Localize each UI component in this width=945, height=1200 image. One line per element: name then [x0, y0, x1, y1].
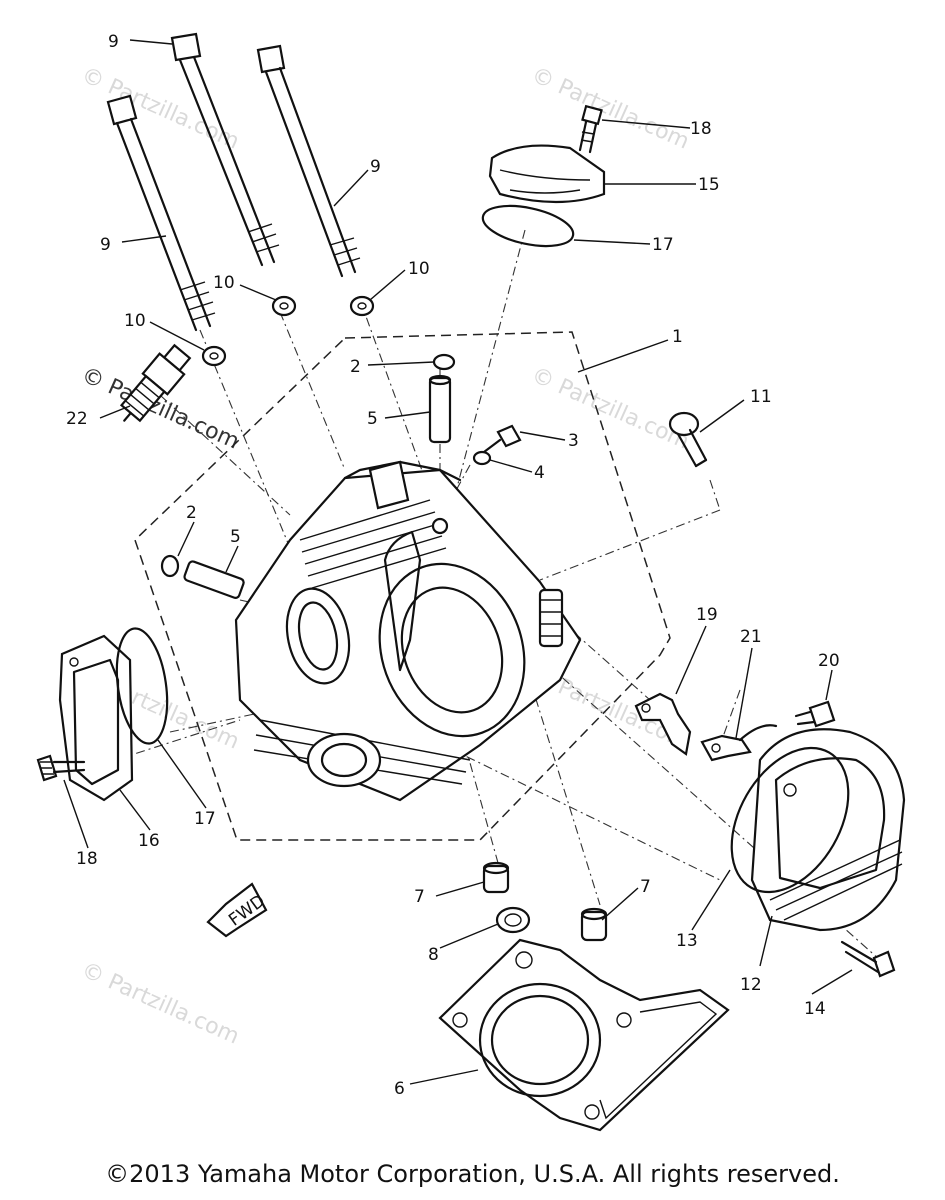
callout-12: 12 [740, 975, 762, 995]
callouts: 9 9 9 10 10 10 2 5 3 4 1 11 18 15 17 22 … [66, 32, 840, 1099]
side-cover-left [58, 634, 134, 802]
plug-left [160, 554, 180, 578]
callout-17: 17 [194, 809, 216, 829]
bracket [634, 692, 692, 756]
tappet-cover-top [488, 144, 606, 204]
dowel-pin-left [482, 861, 510, 894]
leader-lines [63, 39, 853, 1085]
callout-4: 4 [534, 463, 545, 483]
callout-18: 18 [690, 119, 712, 139]
callout-5: 5 [230, 527, 241, 547]
callout-15: 15 [698, 175, 720, 195]
valve-guide-left [183, 560, 245, 599]
head-bolt-middle [170, 32, 280, 267]
plug-top [432, 353, 456, 371]
callout-7: 7 [640, 877, 651, 897]
washer-left [201, 345, 227, 367]
watermark: © Partzilla.com [528, 363, 693, 455]
callout-1: 1 [672, 327, 683, 347]
callout-20: 20 [818, 651, 840, 671]
fwd-arrow: FWD [206, 882, 269, 938]
head-bolt-left [106, 94, 216, 332]
callout-11: 11 [750, 387, 772, 407]
callout-10: 10 [408, 259, 430, 279]
callout-2: 2 [186, 503, 197, 523]
callout-7: 7 [414, 887, 425, 907]
callout-8: 8 [428, 945, 439, 965]
watermark: © Partzilla.com [528, 63, 693, 155]
watermark: © Partzilla.com [78, 958, 243, 1050]
washer-right [349, 295, 375, 317]
o-ring-right [730, 746, 850, 894]
bolt-lower-right [840, 940, 896, 978]
callout-19: 19 [696, 605, 718, 625]
callout-10: 10 [213, 273, 235, 293]
callout-18: 18 [76, 849, 98, 869]
bolt-left [36, 754, 86, 782]
head-bolt-right [256, 44, 361, 278]
spark-plug [119, 343, 192, 423]
copyright-notice: ©2013 Yamaha Motor Corporation, U.S.A. A… [105, 1160, 840, 1188]
head-gasket [438, 938, 730, 1132]
callout-5: 5 [367, 409, 378, 429]
callout-17: 17 [652, 235, 674, 255]
callout-16: 16 [138, 831, 160, 851]
callout-21: 21 [740, 627, 762, 647]
bolt-right-side [668, 411, 708, 468]
o-ring-top [481, 204, 575, 248]
valve-guide-top [428, 374, 452, 444]
dowel-pin-right [580, 907, 608, 942]
callout-9: 9 [108, 32, 119, 52]
callout-9: 9 [370, 157, 381, 177]
washer-small [472, 450, 492, 466]
callout-3: 3 [568, 431, 579, 451]
bolt-small-right [794, 700, 836, 728]
callout-13: 13 [676, 931, 698, 951]
watermark: © Partzilla.com [78, 63, 243, 155]
cylinder-head [234, 460, 582, 802]
plate [700, 724, 778, 762]
washer-middle [271, 295, 297, 317]
bolt-top [578, 104, 603, 154]
callout-10: 10 [124, 311, 146, 331]
side-cover-right [750, 728, 906, 932]
callout-2: 2 [350, 357, 361, 377]
callout-9: 9 [100, 235, 111, 255]
head-assembly-outline [134, 331, 671, 841]
o-ring-left [115, 627, 169, 745]
screw-small [482, 424, 522, 454]
callout-14: 14 [804, 999, 826, 1019]
callout-6: 6 [394, 1079, 405, 1099]
o-ring-small [495, 906, 531, 934]
callout-22: 22 [66, 409, 88, 429]
